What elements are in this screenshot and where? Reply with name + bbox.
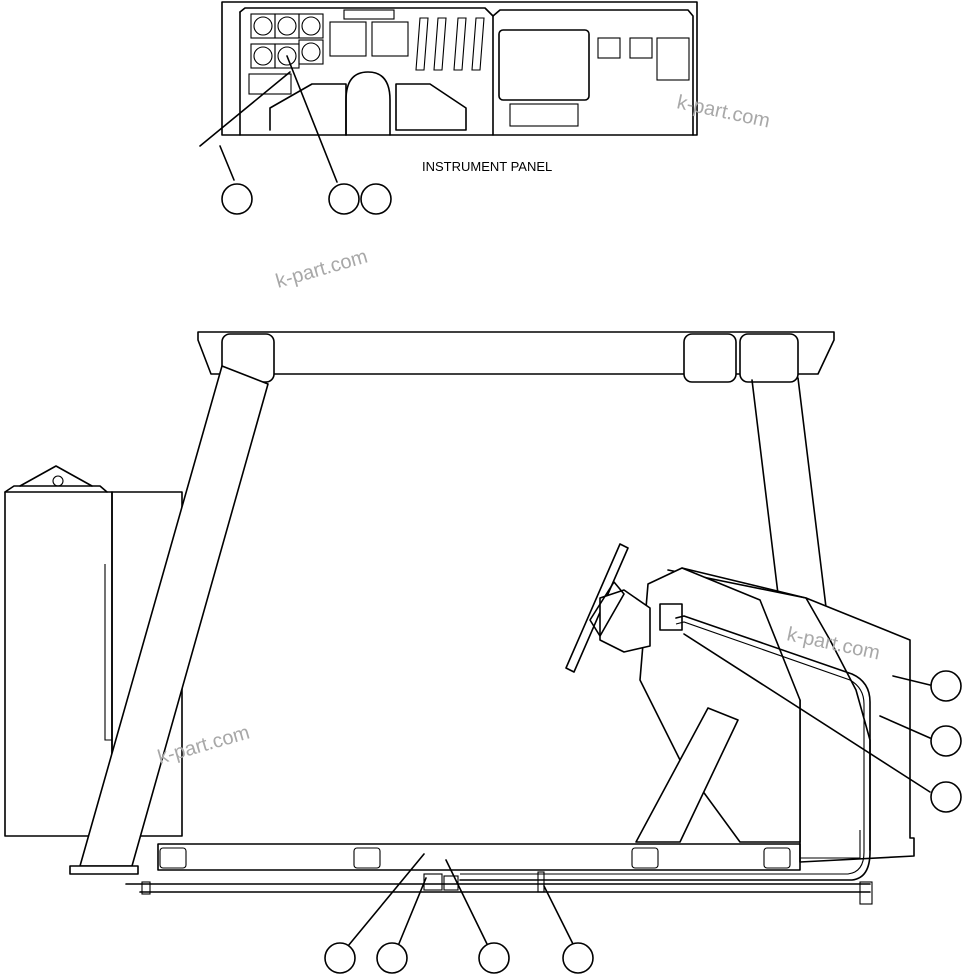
- leader-5: [879, 715, 931, 739]
- gauge-cluster: [250, 13, 324, 69]
- callout-9: [478, 942, 510, 974]
- leader-4: [892, 675, 931, 686]
- cab-frame: [4, 331, 915, 905]
- callout-1: [221, 183, 253, 215]
- leader-10: [543, 885, 575, 947]
- callout-6: [930, 781, 962, 813]
- leader-8: [397, 877, 427, 947]
- switch-slots: [415, 17, 485, 71]
- callout-3: [360, 183, 392, 215]
- callout-4: [930, 670, 962, 702]
- instrument-panel: INSTRUMENT PANEL: [199, 1, 698, 183]
- callout-10: [562, 942, 594, 974]
- callout-2: [328, 183, 360, 215]
- callout-8: [376, 942, 408, 974]
- callout-5: [930, 725, 962, 757]
- watermark: k-part.com: [675, 91, 772, 132]
- instrument-panel-label: INSTRUMENT PANEL: [422, 159, 552, 174]
- leader-6: [683, 633, 931, 793]
- leader-9: [445, 859, 489, 947]
- leader-7: [347, 853, 425, 947]
- watermark: k-part.com: [273, 246, 370, 293]
- callout-7: [324, 942, 356, 974]
